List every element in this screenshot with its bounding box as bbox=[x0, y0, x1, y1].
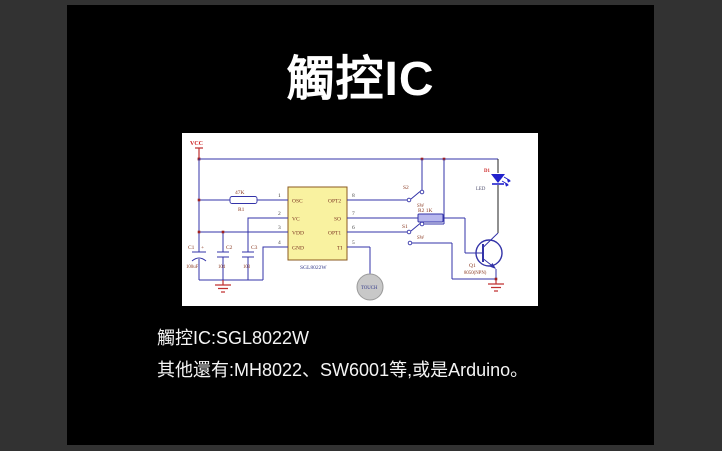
pin-number-5: 5 bbox=[352, 240, 355, 246]
pin-number-1: 1 bbox=[278, 193, 281, 199]
transistor-q1: Q1 8050(NPN) bbox=[464, 232, 504, 292]
power-rails bbox=[195, 147, 498, 281]
led-ref-label: D1 bbox=[484, 169, 490, 174]
c2-value-label: 104 bbox=[218, 265, 226, 270]
vc-wire bbox=[247, 217, 288, 280]
schematic-svg: SGL8022W OSC VC VDD GND OPT2 SO OPT1 TI … bbox=[186, 141, 511, 301]
ic-pin-so: SO bbox=[334, 217, 341, 223]
s1-out-wire bbox=[424, 159, 445, 225]
c2-ref-label: C2 bbox=[226, 245, 233, 251]
s1-lever bbox=[410, 223, 421, 232]
junction-dot bbox=[221, 230, 225, 234]
c1-value-label: 100uF bbox=[186, 265, 199, 270]
touch-pad: TOUCH bbox=[347, 246, 384, 301]
ground-right-shape bbox=[488, 280, 504, 292]
capacitor-c1: C1 + 100uF bbox=[186, 245, 207, 270]
left-rail-wire bbox=[198, 159, 263, 281]
switch-network: S2 SW R2 1K S1 bbox=[347, 157, 496, 280]
switch-s1: S1 SW bbox=[347, 159, 496, 280]
led-ray-arrow1 bbox=[507, 179, 511, 183]
s1-type-label: SW bbox=[417, 236, 425, 241]
body-line-1: 觸控IC:SGL8022W bbox=[157, 328, 310, 348]
slide-canvas: 觸控IC SGL8022W OSC VC VDD GND bbox=[67, 5, 654, 445]
junction-dot bbox=[197, 230, 201, 234]
r2-wires bbox=[347, 217, 483, 254]
s2-contact-left bbox=[406, 197, 412, 203]
pin-number-3: 3 bbox=[278, 225, 281, 231]
ic-pin-opt2: OPT2 bbox=[328, 199, 341, 205]
r1-ref-label: R1 bbox=[238, 207, 245, 213]
ic-sgl8022w: SGL8022W OSC VC VDD GND OPT2 SO OPT1 TI … bbox=[278, 186, 355, 271]
r1-body bbox=[229, 196, 258, 204]
slide-title: 觸控IC bbox=[286, 53, 435, 106]
led-ray-arrow2 bbox=[505, 183, 509, 187]
c3-plates bbox=[242, 251, 254, 258]
ic-pin-vc: VC bbox=[292, 217, 300, 223]
s2-ref-label: S2 bbox=[403, 185, 409, 191]
c2-plates bbox=[217, 251, 229, 258]
q1-part-label: 8050(NPN) bbox=[464, 271, 487, 276]
resistor-r1: 47K R1 bbox=[197, 190, 288, 213]
s1-contact-left bbox=[406, 229, 412, 235]
s2-lever bbox=[410, 191, 421, 200]
r1-value-label: 47K bbox=[235, 190, 245, 196]
c1-ref-label: C1 bbox=[188, 245, 195, 251]
ic-pin-gnd: GND bbox=[292, 246, 304, 252]
c1-plate-bottom bbox=[191, 257, 207, 262]
capacitor-network: C1 + 100uF C2 104 C3 103 bbox=[186, 217, 288, 293]
s1-ref-label: S1 bbox=[402, 224, 408, 230]
ic-pin-osc: OSC bbox=[292, 199, 303, 205]
body-line-2: 其他還有:MH8022、SW6001等,或是Arduino。 bbox=[157, 360, 529, 380]
ic-pin-ti: TI bbox=[337, 246, 342, 252]
led-name-label: LED bbox=[476, 187, 486, 192]
r2-body bbox=[417, 213, 444, 223]
capacitor-c3: C3 103 bbox=[242, 245, 258, 270]
vcc-label: VCC bbox=[190, 141, 203, 147]
ic-name-label: SGL8022W bbox=[300, 265, 327, 271]
led-triangle bbox=[491, 174, 505, 183]
ti-wire bbox=[347, 246, 371, 274]
c3-value-label: 103 bbox=[243, 265, 251, 270]
pin-number-8: 8 bbox=[352, 193, 355, 199]
ground-left-shape bbox=[215, 280, 231, 293]
junction-dot bbox=[197, 198, 201, 202]
led-icon bbox=[491, 174, 511, 187]
touch-pad-circle bbox=[356, 273, 384, 301]
capacitor-c2: C2 104 bbox=[217, 245, 233, 270]
q1-emitter-arrow bbox=[489, 263, 496, 269]
vcc-icon bbox=[195, 147, 203, 159]
pin-number-2: 2 bbox=[278, 211, 281, 217]
circuit-diagram-image: SGL8022W OSC VC VDD GND OPT2 SO OPT1 TI … bbox=[182, 133, 538, 306]
s1-contact-aux bbox=[407, 240, 413, 246]
s1-contact-right bbox=[419, 221, 425, 227]
r2-label: R2 1K bbox=[418, 208, 433, 214]
ic-pin-opt1: OPT1 bbox=[328, 231, 341, 237]
resistor-r2: R2 1K bbox=[347, 208, 483, 254]
pin-number-6: 6 bbox=[352, 225, 355, 231]
ic-body bbox=[287, 186, 348, 261]
c1-plus-label: + bbox=[201, 245, 204, 251]
q1-ref-label: Q1 bbox=[469, 263, 476, 269]
junction-dot bbox=[494, 277, 498, 281]
slide-body: 觸控IC:SGL8022W 其他還有:MH8022、SW6001等,或是Ardu… bbox=[157, 322, 528, 386]
led-branch: D1 LED bbox=[476, 159, 511, 233]
s2-type-label: SW bbox=[417, 204, 425, 209]
s1-aux-wire bbox=[412, 242, 496, 280]
switch-s2: S2 SW bbox=[347, 159, 425, 209]
ground-icon-left bbox=[215, 280, 231, 293]
pin-number-7: 7 bbox=[352, 211, 355, 217]
q1-collector bbox=[483, 232, 499, 248]
led-rays bbox=[501, 176, 511, 185]
ic-pin-vdd: VDD bbox=[292, 231, 304, 237]
ground-icon-right bbox=[488, 280, 504, 292]
q1-circle bbox=[475, 239, 503, 267]
s2-contact-right bbox=[419, 189, 425, 195]
touch-label: TOUCH bbox=[361, 286, 378, 291]
c3-ref-label: C3 bbox=[251, 245, 258, 251]
pin-number-4: 4 bbox=[278, 240, 281, 246]
gnd-pin-wire bbox=[262, 246, 288, 280]
